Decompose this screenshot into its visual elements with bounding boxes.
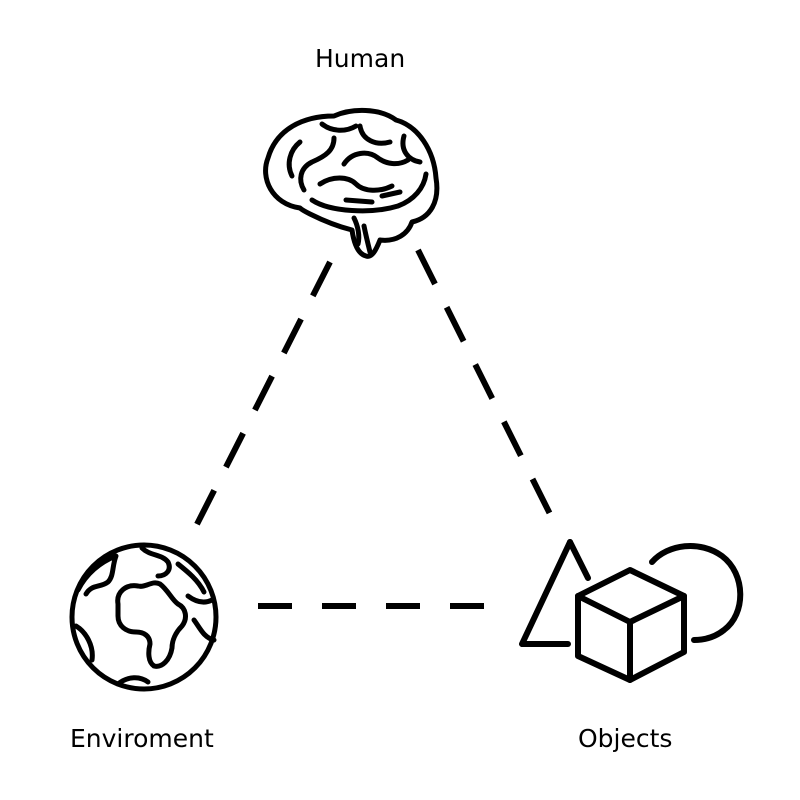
edge-top-right — [415, 248, 561, 532]
edge-top-left — [187, 260, 333, 540]
brain-icon — [263, 107, 440, 259]
shapes-icon — [519, 539, 744, 683]
node-label-environment: Enviroment — [70, 724, 214, 753]
node-label-objects: Objects — [578, 724, 673, 753]
node-label-human: Human — [315, 44, 406, 73]
globe-icon — [69, 542, 219, 692]
